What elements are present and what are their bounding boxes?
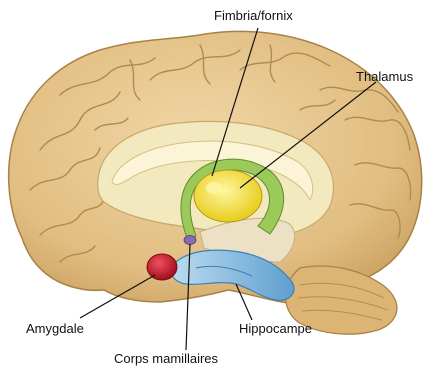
label-fimbria-fornix: Fimbria/fornix xyxy=(214,9,293,22)
amygdala xyxy=(147,254,177,280)
label-thalamus: Thalamus xyxy=(356,70,413,83)
label-corps-mamillaires: Corps mamillaires xyxy=(114,352,218,365)
label-hippocampe: Hippocampe xyxy=(239,322,312,335)
thalamus xyxy=(194,170,262,222)
mammillary-body xyxy=(184,236,196,245)
label-amygdale: Amygdale xyxy=(26,322,84,335)
thalamus-highlight xyxy=(206,182,222,194)
